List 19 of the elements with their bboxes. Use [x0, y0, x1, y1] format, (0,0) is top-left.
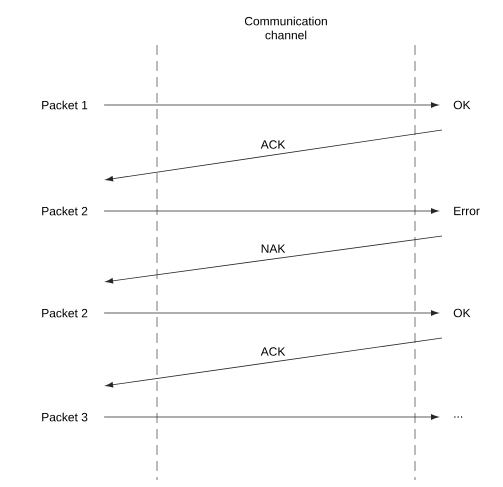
- arrow: [104, 102, 439, 108]
- arrow: [106, 130, 442, 182]
- status-label: OK: [454, 100, 470, 110]
- packet-label: Packet 2: [42, 206, 88, 216]
- packet-label: Packet 2: [42, 308, 88, 318]
- edge-label: ACK: [260, 346, 286, 357]
- arrow: [104, 208, 439, 214]
- arrow: [106, 338, 442, 388]
- arrow: [106, 236, 442, 284]
- packet-label: Packet 3: [42, 412, 88, 422]
- edge-label: NAK: [260, 244, 286, 254]
- arrow: [104, 310, 439, 316]
- channel-title: Communication channel: [244, 16, 327, 40]
- arrow: [104, 414, 439, 420]
- edge-label: ACK: [260, 139, 286, 150]
- status-label: OK: [454, 308, 470, 318]
- status-label: Error: [454, 206, 480, 216]
- status-label: ...: [454, 416, 462, 418]
- packet-label: Packet 1: [42, 100, 88, 110]
